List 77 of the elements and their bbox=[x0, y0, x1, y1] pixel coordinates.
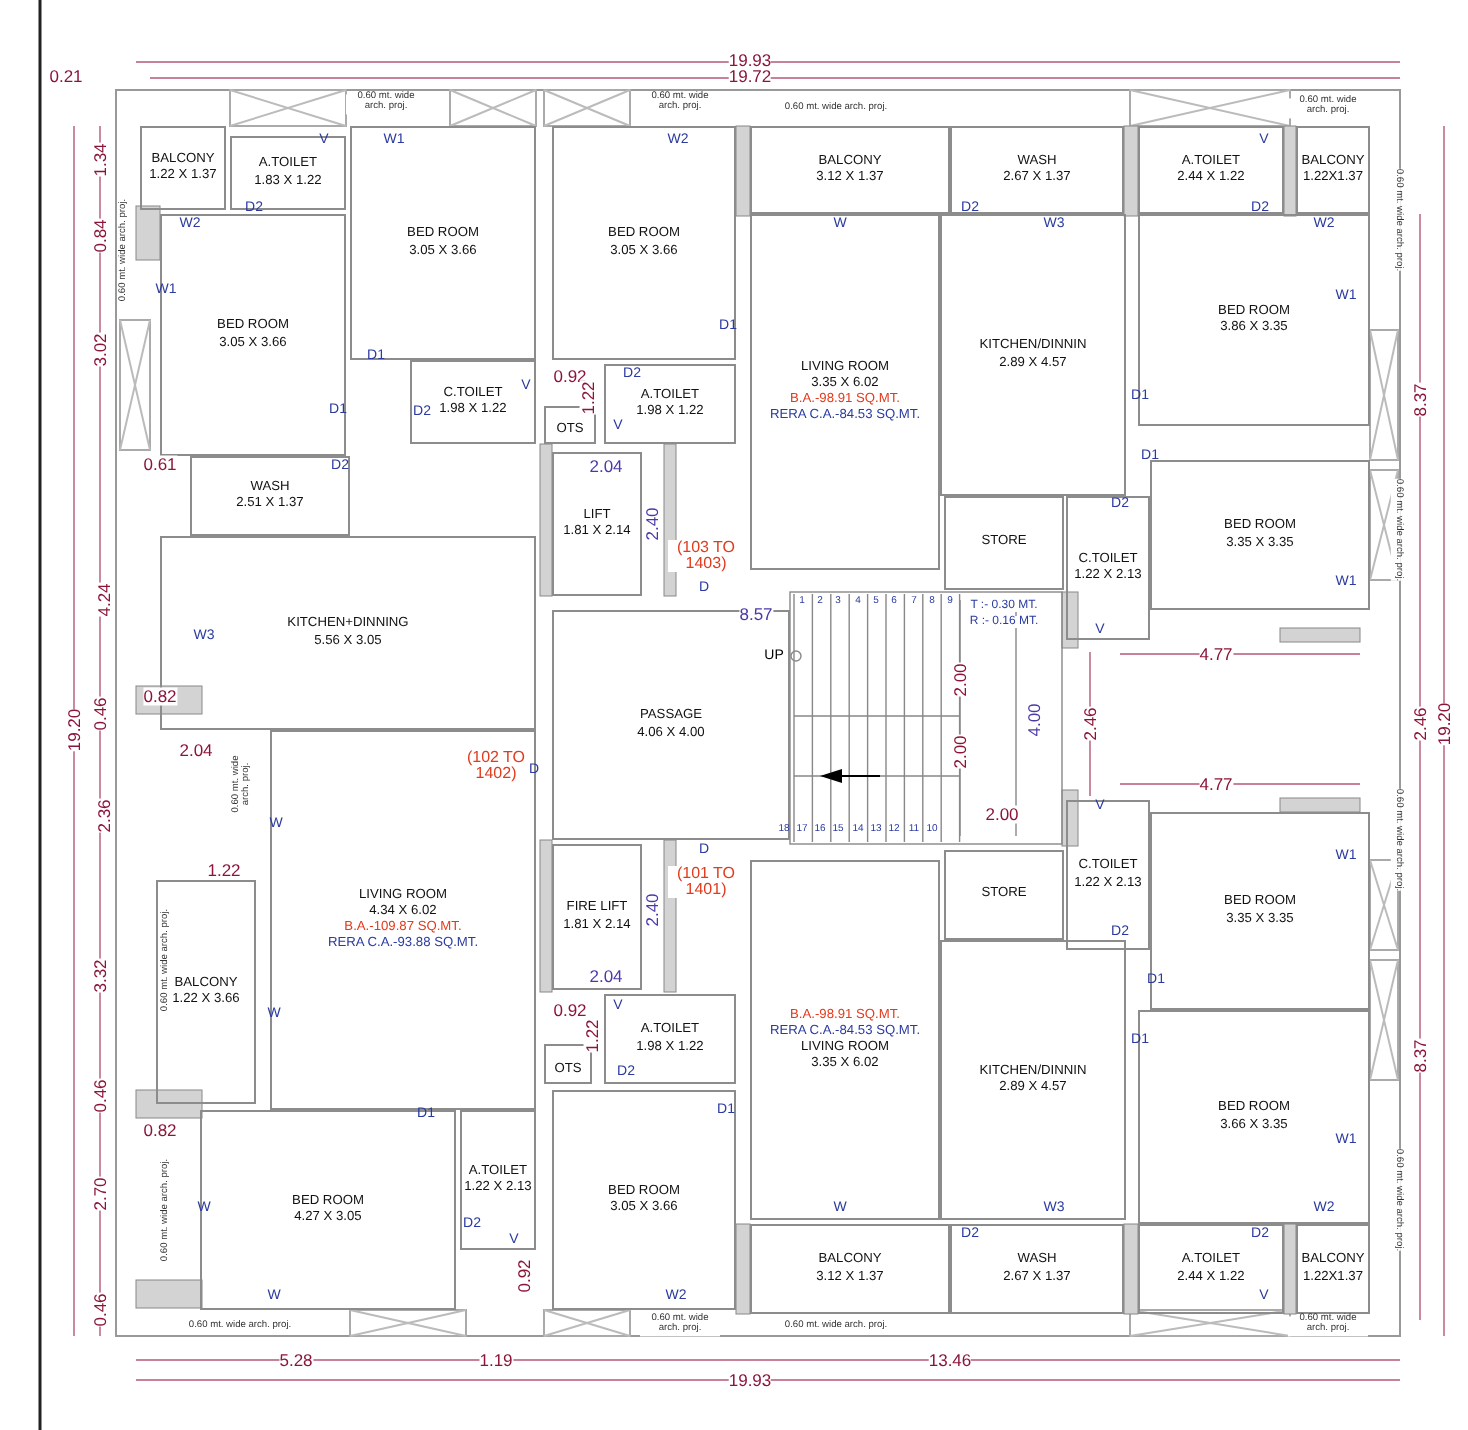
dimension-label: 2.04 bbox=[179, 741, 213, 759]
dimension-label: 3.32 bbox=[91, 959, 109, 993]
dimension-label: 4.24 bbox=[95, 583, 113, 617]
dimension-label: 2.04 bbox=[589, 967, 623, 985]
room-outline bbox=[460, 1110, 536, 1250]
room-outline bbox=[1150, 812, 1370, 1010]
room-outline bbox=[750, 214, 940, 570]
dimension-label: 1.22 bbox=[207, 861, 241, 879]
dimension-label: 0.92 bbox=[553, 1001, 587, 1019]
dimension-label: 4.77 bbox=[1199, 775, 1233, 793]
dimension-label: 0.82 bbox=[143, 687, 177, 705]
room-outline bbox=[750, 126, 950, 214]
room-outline bbox=[552, 844, 642, 990]
dimension-label: 13.46 bbox=[928, 1351, 972, 1369]
dimension-label: 1.19 bbox=[479, 1351, 513, 1369]
room-outline bbox=[270, 730, 536, 1110]
dimension-label: 2.46 bbox=[1411, 707, 1429, 741]
dimension-label: 0.46 bbox=[91, 1079, 109, 1113]
room-outline bbox=[552, 1090, 736, 1310]
dimension-label: 1.34 bbox=[91, 143, 109, 177]
dimension-label: 19.20 bbox=[1435, 702, 1453, 746]
room-outline bbox=[750, 1224, 950, 1314]
room-outline bbox=[750, 860, 940, 1220]
dimension-label: 4.00 bbox=[1025, 703, 1043, 737]
dimension-label: 8.37 bbox=[1411, 383, 1429, 417]
room-outline bbox=[950, 126, 1124, 214]
dimension-label: 2.40 bbox=[643, 893, 661, 927]
room-outline bbox=[190, 456, 350, 536]
dimension-label: 5.28 bbox=[279, 1351, 313, 1369]
dimension-label: 2.00 bbox=[985, 805, 1019, 823]
dimension-label: 0.92 bbox=[515, 1259, 533, 1293]
room-outline bbox=[940, 214, 1126, 496]
room-outline bbox=[1066, 800, 1150, 950]
dimension-label: 1.22 bbox=[579, 381, 597, 415]
dimension-label: 19.93 bbox=[728, 51, 772, 69]
dimension-label: 0.21 bbox=[49, 67, 83, 85]
room-outline bbox=[410, 360, 536, 444]
dimension-label: 0.61 bbox=[143, 455, 177, 473]
room-outline bbox=[1138, 126, 1284, 214]
dimension-label: 19.72 bbox=[728, 67, 772, 85]
room-outline bbox=[1150, 460, 1370, 610]
room-outline bbox=[950, 1224, 1124, 1314]
dimension-label: 1.22 bbox=[583, 1019, 601, 1053]
dimension-label: 8.57 bbox=[739, 605, 773, 623]
room-outline bbox=[230, 136, 346, 210]
dimension-label: 0.84 bbox=[91, 219, 109, 253]
room-outline bbox=[552, 610, 790, 840]
room-outline bbox=[1138, 1224, 1284, 1314]
room-outline bbox=[156, 880, 256, 1104]
dimension-label: 2.00 bbox=[951, 663, 969, 697]
room-outline bbox=[1296, 126, 1370, 214]
dimension-label: 0.82 bbox=[143, 1121, 177, 1139]
dimension-label: 19.93 bbox=[728, 1371, 772, 1389]
room-outline bbox=[552, 452, 642, 596]
dimension-label: 19.20 bbox=[65, 708, 83, 752]
room-outline bbox=[552, 126, 736, 360]
dimension-label: 2.70 bbox=[91, 1177, 109, 1211]
dimension-label: 3.02 bbox=[91, 333, 109, 367]
room-outline bbox=[1296, 1224, 1370, 1314]
dimension-label: 2.40 bbox=[643, 507, 661, 541]
room-outline bbox=[604, 364, 736, 444]
room-outline bbox=[1066, 496, 1150, 640]
dimension-label: 2.04 bbox=[589, 457, 623, 475]
room-outline bbox=[140, 126, 226, 210]
dimension-label: 4.77 bbox=[1199, 645, 1233, 663]
room-outline bbox=[940, 940, 1126, 1220]
room-outline bbox=[944, 850, 1064, 940]
room-outline bbox=[944, 496, 1064, 590]
room-outline bbox=[604, 994, 736, 1084]
room-outline bbox=[200, 1110, 456, 1310]
room-outline bbox=[350, 126, 536, 360]
dimension-label: 2.00 bbox=[951, 735, 969, 769]
dimension-label: 0.46 bbox=[91, 1293, 109, 1327]
dimension-label: 2.36 bbox=[95, 799, 113, 833]
dimension-label: 0.46 bbox=[91, 697, 109, 731]
dimension-label: 8.37 bbox=[1411, 1039, 1429, 1073]
dimension-label: 2.46 bbox=[1081, 707, 1099, 741]
